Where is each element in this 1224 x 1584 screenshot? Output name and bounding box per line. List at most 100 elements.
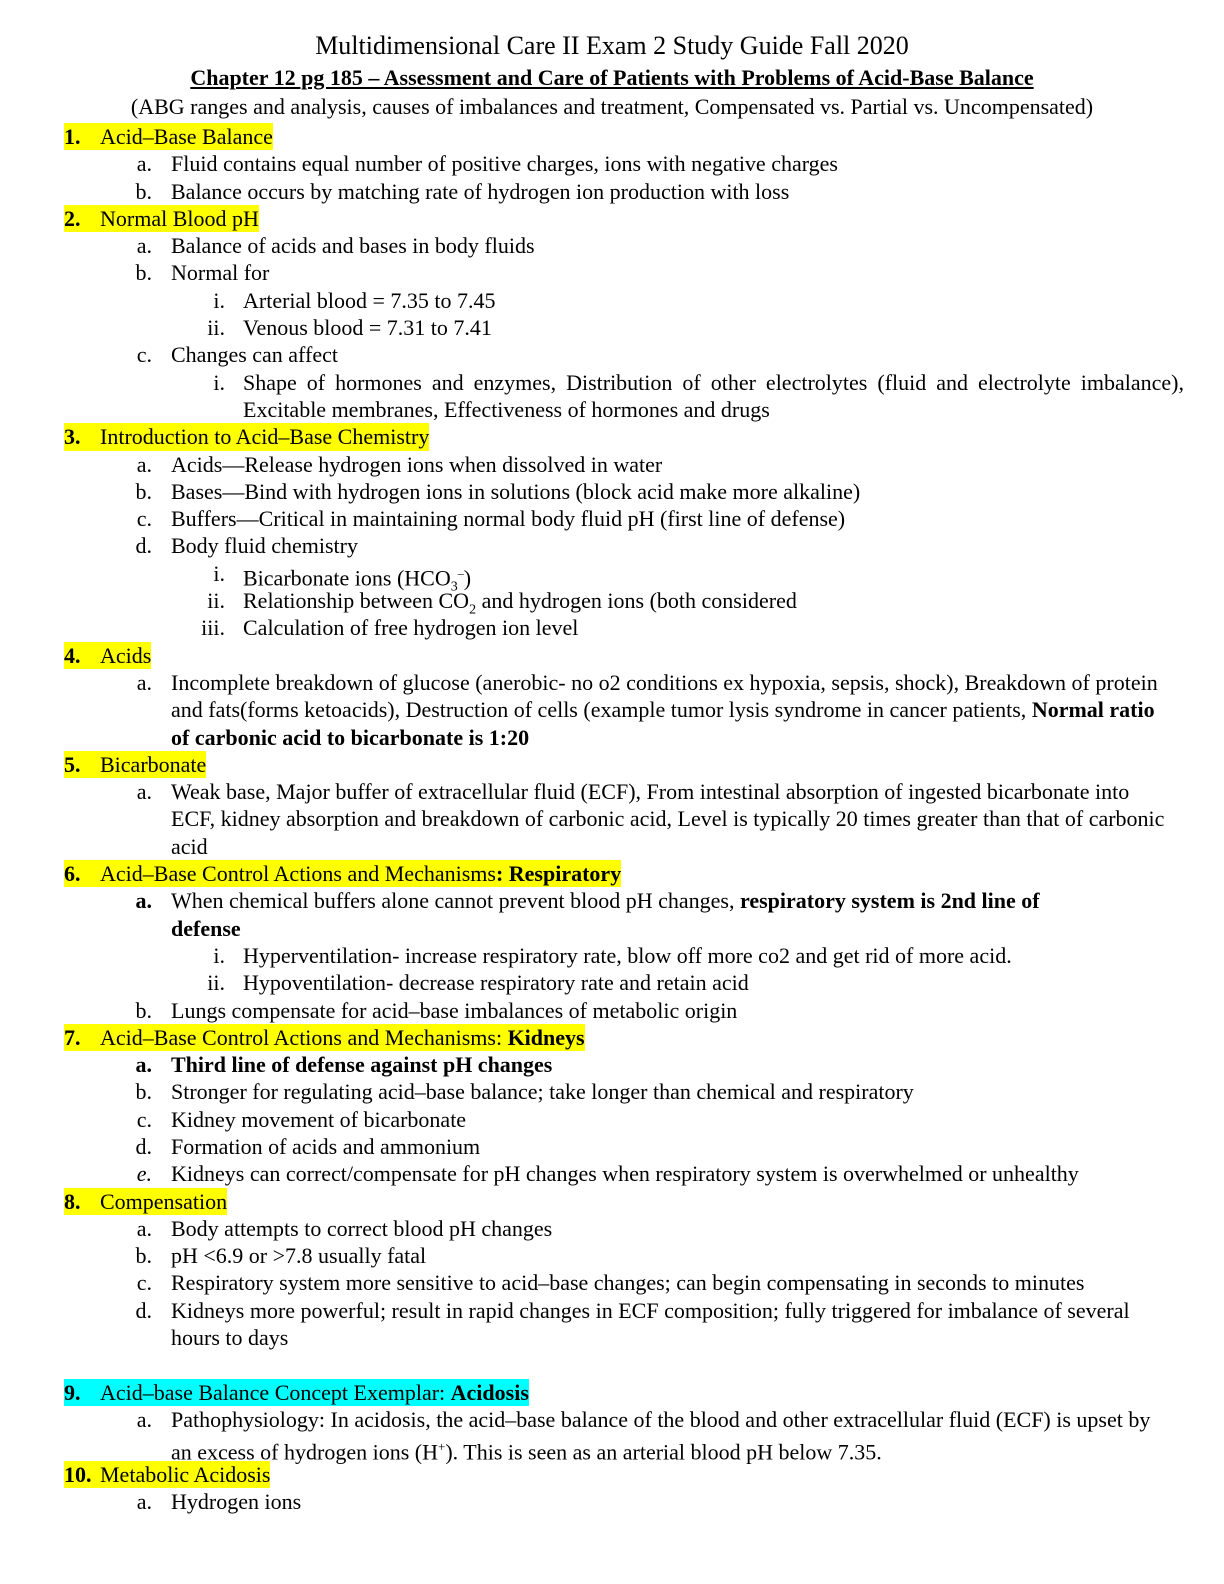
list-subitem: iii.Calculation of free hydrogen ion lev… <box>0 614 1224 641</box>
item-marker: e. <box>136 1161 152 1187</box>
section-heading: 3. Introduction to Acid–Base Chemistry <box>0 423 1224 451</box>
section-number: 7. <box>64 1024 81 1050</box>
section-title: Acid–Base Control Actions and Mechanisms <box>100 861 496 887</box>
section-number: 10. <box>64 1461 92 1487</box>
item-text: Balance occurs by matching rate of hydro… <box>171 178 790 204</box>
list-item: c. Respiratory system more sensitive to a… <box>0 1269 1224 1296</box>
outline: 1. Acid–Base Balance a.Fluid contains equ… <box>0 123 1224 1515</box>
list-item: a.Balance of acids and bases in body flu… <box>0 232 1224 259</box>
item-marker: b. <box>135 1243 153 1269</box>
item-text: Third line of defense against pH changes <box>171 1052 553 1078</box>
item-marker: b. <box>135 997 153 1023</box>
section-number: 1. <box>64 124 81 149</box>
item-text: Buffers—Critical in maintaining normal b… <box>171 506 846 532</box>
list-item: e. Kidneys can correct/compensate for pH … <box>0 1160 1224 1187</box>
item-marker: c. <box>136 1270 152 1296</box>
list-subitem: ii. Venous blood = 7.31 to 7.41 <box>0 314 1224 341</box>
list-item: a.When chemical buffers alone cannot pre… <box>0 887 1224 942</box>
item-text: Weak base, Major buffer of extracellular… <box>171 779 1165 859</box>
section-heading: 7. Acid–Base Control Actions and Mechanis… <box>0 1023 1224 1052</box>
item-marker: a. <box>136 1406 152 1432</box>
item-marker: d. <box>135 1133 153 1159</box>
section-title: Bicarbonate <box>100 751 207 777</box>
item-text: Acids—Release hydrogen ions when dissolv… <box>171 451 663 477</box>
item-marker: a. <box>136 669 152 695</box>
item-marker: i. <box>213 369 225 395</box>
list-item: b. pH <6.9 or >7.8 usually fatal <box>0 1242 1224 1269</box>
item-text: Relationship between CO2 and hydrogen io… <box>243 588 797 618</box>
item-text: Kidneys can correct/compensate for pH ch… <box>171 1161 1079 1187</box>
section-title: Introduction to Acid–Base Chemistry <box>100 424 430 450</box>
list-item: b. Lungs compensate for acid–base imbalan… <box>0 997 1224 1024</box>
document-title: Multidimensional Care II Exam 2 Study Gu… <box>315 31 909 60</box>
list-item: b. Bases—Bind with hydrogen ions in solut… <box>0 478 1224 505</box>
section-heading: 9.Acid–base Balance Concept Exemplar: Ac… <box>0 1378 1224 1406</box>
section-title: Compensation <box>100 1188 228 1214</box>
item-text: Incomplete breakdown of glucose (anerobi… <box>171 669 1158 750</box>
list-subitem: ii.Hypoventilation- decrease respiratory… <box>0 969 1224 996</box>
list-subitem: i. Hyperventilation- increase respiratory… <box>0 942 1224 969</box>
section-title: Normal Blood pH <box>100 205 259 231</box>
item-text: Bases—Bind with hydrogen ions in solutio… <box>171 478 861 504</box>
section-heading: 2.Normal Blood pH <box>0 204 1224 233</box>
list-item: a.Acids—Release hydrogen ions when disso… <box>0 451 1224 478</box>
item-marker: b. <box>135 260 153 286</box>
list-item: a.Body attempts to correct blood pH chan… <box>0 1215 1224 1242</box>
section-heading: 4. Acids <box>0 641 1224 669</box>
item-text: Shape of hormones and enzymes, Distribut… <box>243 369 1184 422</box>
item-marker: i. <box>213 942 225 968</box>
item-text: Kidney movement of bicarbonate <box>171 1106 467 1132</box>
item-marker: a. <box>136 151 152 177</box>
list-item: b. Balance occurs by matching rate of hyd… <box>0 178 1224 205</box>
list-item: d. Formation of acids and ammonium <box>0 1133 1224 1160</box>
section-heading: 10. Metabolic Acidosis <box>0 1460 1224 1488</box>
section-number: 3. <box>64 424 81 450</box>
list-item: c.Buffers—Critical in maintaining normal… <box>0 505 1224 532</box>
item-text: Formation of acids and ammonium <box>171 1133 481 1159</box>
item-marker: b. <box>135 178 153 204</box>
item-text: Bicarbonate ions (HCO3–) <box>243 565 472 595</box>
item-text: Kidneys more powerful; result in rapid c… <box>171 1297 1130 1351</box>
item-text: Changes can affect <box>171 342 338 368</box>
item-marker: i. <box>213 560 225 586</box>
item-marker: i. <box>213 287 225 313</box>
section-number: 8. <box>64 1188 81 1214</box>
list-item: c. Changes can affect <box>0 341 1224 368</box>
item-text: Normal for <box>171 260 270 286</box>
list-item: c.Kidney movement of bicarbonate <box>0 1106 1224 1133</box>
item-text: Body fluid chemistry <box>171 533 358 559</box>
list-subitem: i. Arterial blood = 7.35 to 7.45 <box>0 287 1224 314</box>
item-text: Lungs compensate for acid–base imbalance… <box>171 997 738 1023</box>
item-marker: b. <box>135 478 153 504</box>
list-subitem: i. Shape of hormones and enzymes, Distrib… <box>0 369 1224 424</box>
list-item: a. Incomplete breakdown of glucose (anero… <box>0 669 1224 751</box>
item-marker: iii. <box>201 615 225 641</box>
section-title: Metabolic Acidosis <box>100 1461 271 1487</box>
section-title: Acid–Base Balance <box>100 124 273 149</box>
section-title: Acid–Base Control Actions and Mechanisms… <box>100 1024 508 1050</box>
blank-line <box>0 1351 1224 1378</box>
section-title: Acid–base Balance Concept Exemplar: <box>100 1379 451 1405</box>
item-text: Venous blood = 7.31 to 7.41 <box>243 315 492 341</box>
list-item: a.Fluid contains equal number of positiv… <box>0 150 1224 177</box>
section-title-bold: Kidneys <box>507 1024 585 1050</box>
item-marker: a. <box>136 1488 152 1514</box>
item-text: pH <6.9 or >7.8 usually fatal <box>171 1243 427 1269</box>
section-title: Acids <box>100 642 152 668</box>
chapter-intro: (ABG ranges and analysis, causes of imba… <box>130 94 1094 119</box>
item-text: When chemical buffers alone cannot preve… <box>171 888 1040 941</box>
item-marker: c. <box>136 342 152 368</box>
item-marker: ii. <box>207 315 225 341</box>
item-text: Arterial blood = 7.35 to 7.45 <box>243 287 496 313</box>
chapter-heading: Chapter 12 pg 185 – Assessment and Care … <box>190 65 1034 90</box>
section-heading: 8. Compensation <box>0 1187 1224 1215</box>
section-title-bold: : Respiratory <box>495 861 622 887</box>
item-text: Hyperventilation- increase respiratory r… <box>243 942 1012 968</box>
list-item: d.Body fluid chemistry <box>0 532 1224 559</box>
item-marker: b. <box>135 1079 153 1105</box>
section-number: 9. <box>64 1379 81 1405</box>
item-text: Pathophysiology: In acidosis, the acid–b… <box>171 1406 1151 1465</box>
list-item: b. Normal for <box>0 259 1224 286</box>
item-text: Respiratory system more sensitive to aci… <box>171 1270 1085 1296</box>
section-number: 4. <box>64 642 81 668</box>
